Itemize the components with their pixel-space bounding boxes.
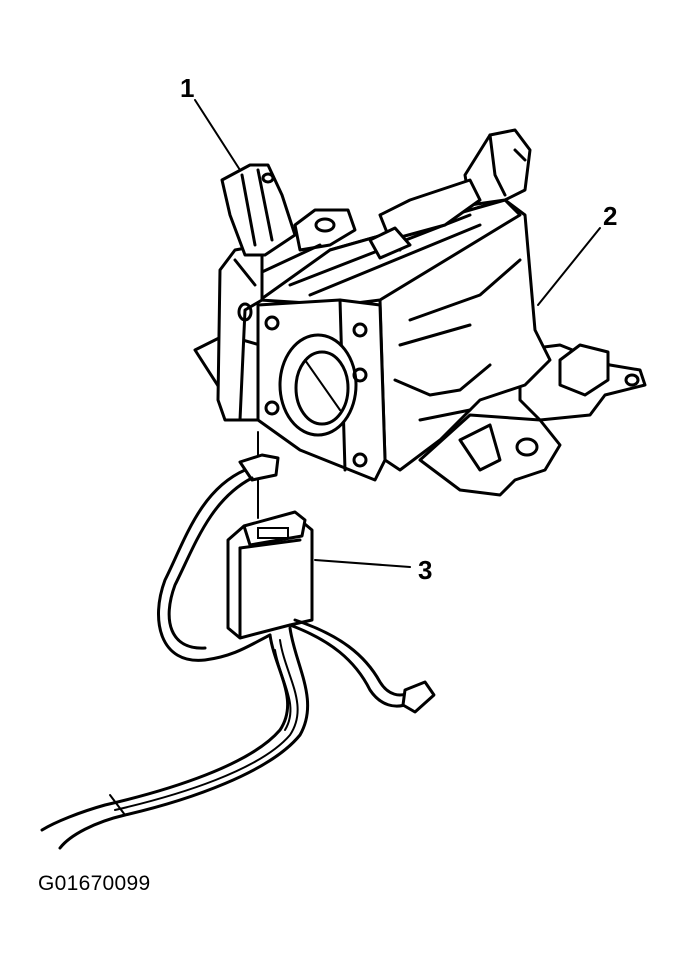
callout-3: 3: [418, 555, 432, 585]
switch-part: [216, 163, 357, 422]
callout-2: 2: [603, 201, 617, 231]
bracket-housing: [193, 128, 647, 497]
module-part: [40, 431, 436, 850]
leader-lines: [194, 99, 601, 568]
callout-1: 1: [180, 73, 194, 103]
figure-id: G01670099: [38, 872, 151, 895]
